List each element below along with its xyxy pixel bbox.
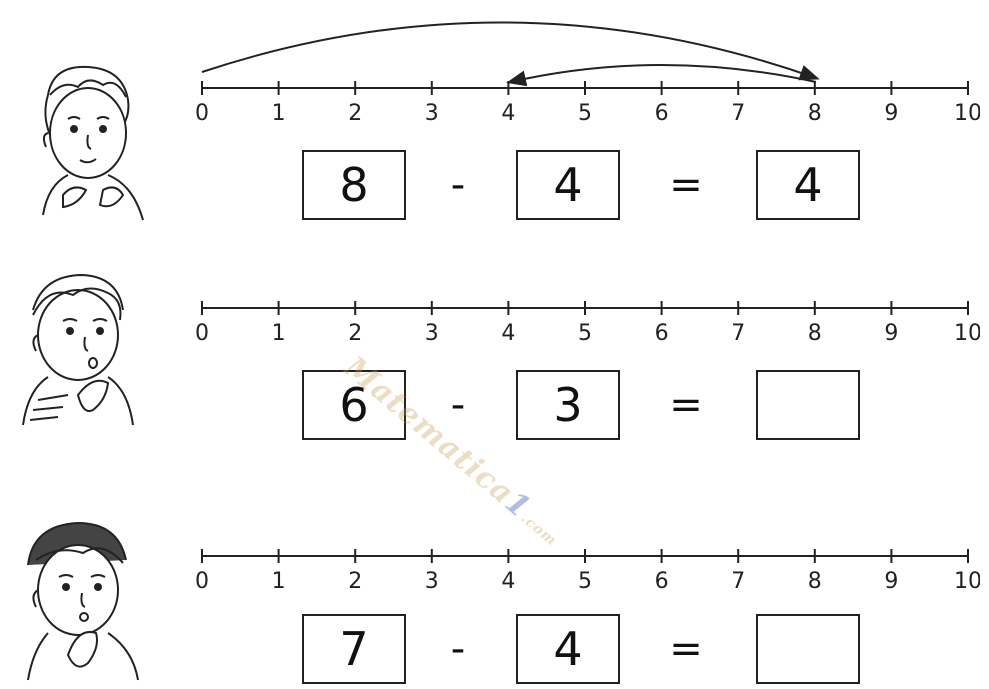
subtrahend-box: 3 [516, 370, 620, 440]
number-line-label: 1 [272, 101, 286, 126]
minus-sign: - [450, 162, 466, 208]
answer-box[interactable] [756, 370, 860, 440]
number-line-label: 10 [954, 101, 980, 126]
answer-box[interactable]: 4 [756, 150, 860, 220]
number-line-axis: 0 1 2 3 4 5 6 7 8 9 10 [195, 549, 980, 594]
number-line-label: 2 [348, 101, 362, 126]
number-line-axis: 0 1 2 3 4 5 6 7 8 9 10 [195, 301, 980, 346]
number-line-label: 2 [348, 321, 362, 346]
boy-thinking-illustration [42, 65, 144, 221]
minuend-box: 6 [302, 370, 406, 440]
subtrahend-box: 4 [516, 150, 620, 220]
number-line-label: 3 [425, 101, 439, 126]
number-line-label: 2 [348, 569, 362, 594]
answer-box[interactable] [756, 614, 860, 684]
number-line-label: 9 [884, 321, 898, 346]
number-line-label: 3 [425, 569, 439, 594]
number-line-label: 0 [195, 321, 209, 346]
number-line: 0 1 2 3 4 5 6 7 8 9 10 [195, 81, 980, 126]
number-line-label: 10 [954, 321, 980, 346]
number-line: 0 1 2 3 4 5 6 7 8 9 10 [195, 549, 980, 594]
minus-sign: - [450, 382, 466, 428]
number-line-label: 4 [501, 101, 515, 126]
number-line-label: 8 [808, 569, 822, 594]
number-line-label: 0 [195, 101, 209, 126]
number-line-label: 4 [501, 569, 515, 594]
minuend-box: 7 [302, 614, 406, 684]
number-line-label: 5 [578, 321, 592, 346]
number-line-label: 7 [731, 101, 745, 126]
number-line-axis: 0 1 2 3 4 5 6 7 8 9 10 [195, 81, 980, 126]
number-line-label: 5 [578, 101, 592, 126]
number-line-label: 3 [425, 321, 439, 346]
minuend-box: 8 [302, 150, 406, 220]
number-line-label: 8 [808, 101, 822, 126]
hop-arrow-0-to-8 [201, 21, 820, 81]
number-line-label: 1 [272, 569, 286, 594]
boy-pondering-illustration [27, 521, 139, 681]
boy-wondering-illustration [22, 273, 134, 426]
number-line-label: 5 [578, 569, 592, 594]
subtrahend-box: 4 [516, 614, 620, 684]
number-line-label: 6 [655, 569, 669, 594]
number-line-label: 4 [501, 321, 515, 346]
number-line-label: 0 [195, 569, 209, 594]
number-line-label: 9 [884, 101, 898, 126]
number-line-label: 6 [655, 321, 669, 346]
equals-sign: = [669, 626, 703, 672]
number-line-label: 7 [731, 569, 745, 594]
equals-sign: = [669, 382, 703, 428]
equals-sign: = [669, 162, 703, 208]
hop-arrows [201, 21, 820, 87]
number-line-label: 1 [272, 321, 286, 346]
number-line: 0 1 2 3 4 5 6 7 8 9 10 [195, 301, 980, 346]
number-line-label: 10 [954, 569, 980, 594]
number-line-label: 9 [884, 569, 898, 594]
number-line-label: 8 [808, 321, 822, 346]
hop-arrow-8-to-4 [506, 64, 817, 87]
minus-sign: - [450, 626, 466, 672]
number-line-label: 6 [655, 101, 669, 126]
number-line-label: 7 [731, 321, 745, 346]
